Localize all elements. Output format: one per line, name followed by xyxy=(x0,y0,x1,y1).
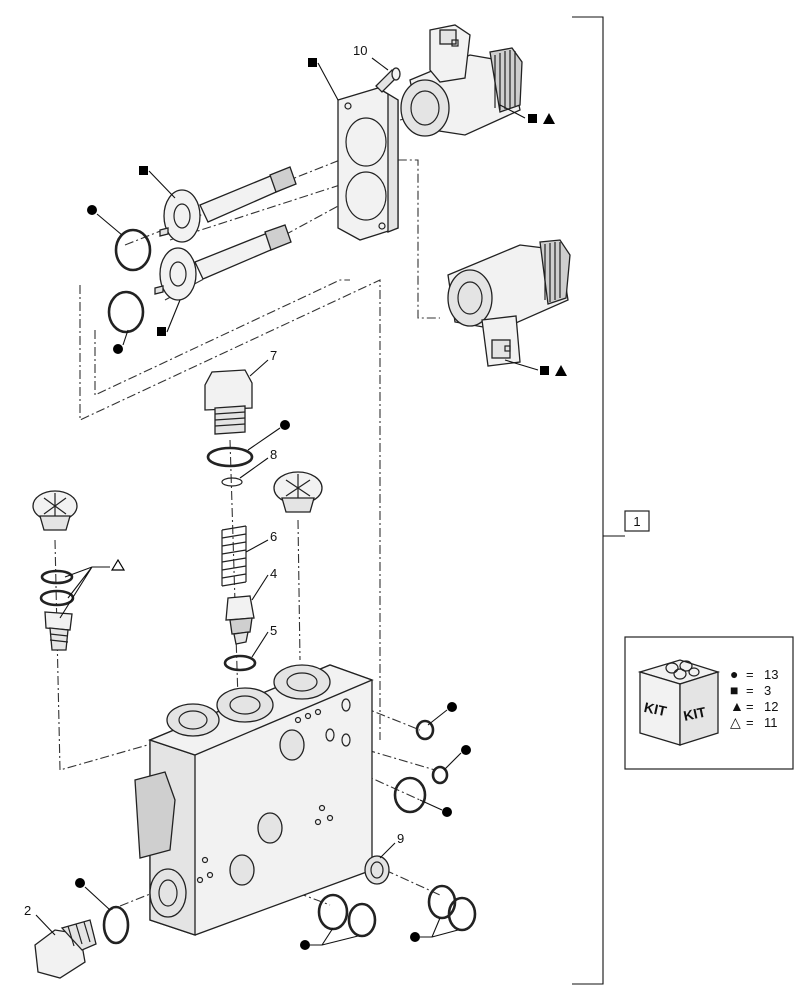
spool-upper xyxy=(159,166,297,243)
callout-leaders xyxy=(35,57,396,936)
callout-5: 5 xyxy=(270,623,277,638)
legend-symbol-1: ● xyxy=(730,666,738,682)
gasket-plate xyxy=(337,87,399,241)
callout-9: 9 xyxy=(397,831,404,846)
plug-2 xyxy=(34,919,97,979)
legend-symbol-2: ■ xyxy=(730,682,738,698)
legend-eq-4: = xyxy=(746,715,754,730)
plug-7 xyxy=(204,369,253,435)
check-valve-left xyxy=(44,611,73,651)
legend-value-4: 11 xyxy=(764,715,778,730)
kit-box-label-2: KIT xyxy=(682,703,708,723)
port-plug-9 xyxy=(364,855,390,885)
o-ring-spool-upper xyxy=(114,228,152,272)
callout-10: 10 xyxy=(353,43,367,58)
legend-eq-1: = xyxy=(746,667,754,682)
kit-box-label-1: KIT xyxy=(643,699,669,719)
valve-body xyxy=(134,664,374,936)
valve-4 xyxy=(225,595,255,645)
washer-8 xyxy=(221,477,243,487)
callout-1: 1 xyxy=(633,514,640,529)
callout-6: 6 xyxy=(270,529,277,544)
o-ring-5 xyxy=(223,654,257,672)
assembly-bracket xyxy=(572,16,604,985)
cap-plug-left xyxy=(32,490,78,531)
callout-2: 2 xyxy=(24,903,31,918)
kit-legend-row-3: ▲ = 12 xyxy=(730,698,778,714)
kit-legend-row-2: ■ = 3 xyxy=(730,682,771,698)
callout-8: 8 xyxy=(270,447,277,462)
legend-eq-2: = xyxy=(746,683,754,698)
o-ring-plug-2 xyxy=(102,905,130,945)
kit-legend-row-1: ● = 13 xyxy=(730,666,778,682)
legend-symbol-4: △ xyxy=(730,714,741,730)
kit-box-icon: KIT KIT xyxy=(637,659,721,746)
callout-4: 4 xyxy=(270,566,277,581)
o-ring-bottom-b xyxy=(347,902,377,938)
seal-ring-right-1 xyxy=(415,719,435,741)
callout-7: 7 xyxy=(270,348,277,363)
legend-value-3: 12 xyxy=(764,699,778,714)
markers xyxy=(59,58,567,950)
cap-plug-right xyxy=(273,471,323,513)
solenoid-coil-lower xyxy=(447,239,571,367)
legend-eq-3: = xyxy=(746,699,754,714)
o-ring-bottom-a xyxy=(317,893,349,931)
legend-value-2: 3 xyxy=(764,683,771,698)
o-ring-bottom-d xyxy=(447,896,477,932)
o-ring-bottom-c xyxy=(427,884,457,920)
kit-legend-panel: KIT KIT ● = 13 ■ = 3 ▲ = 12 △ = 11 xyxy=(624,636,794,770)
callout-1-box xyxy=(624,510,650,532)
kit-legend-row-4: △ = 11 xyxy=(730,714,778,730)
seal-ring-right-3 xyxy=(393,776,427,814)
legend-value-1: 13 xyxy=(764,667,778,682)
retainer-ring-1 xyxy=(40,569,74,585)
o-ring-spool-lower xyxy=(107,290,145,334)
screw-10 xyxy=(375,67,401,93)
seal-ring-right-2 xyxy=(431,765,449,785)
solenoid-coil-top xyxy=(400,24,523,137)
spool-lower xyxy=(154,224,292,301)
o-ring-8 xyxy=(206,446,254,468)
spring-6 xyxy=(221,525,247,587)
legend-symbol-3: ▲ xyxy=(730,698,744,714)
